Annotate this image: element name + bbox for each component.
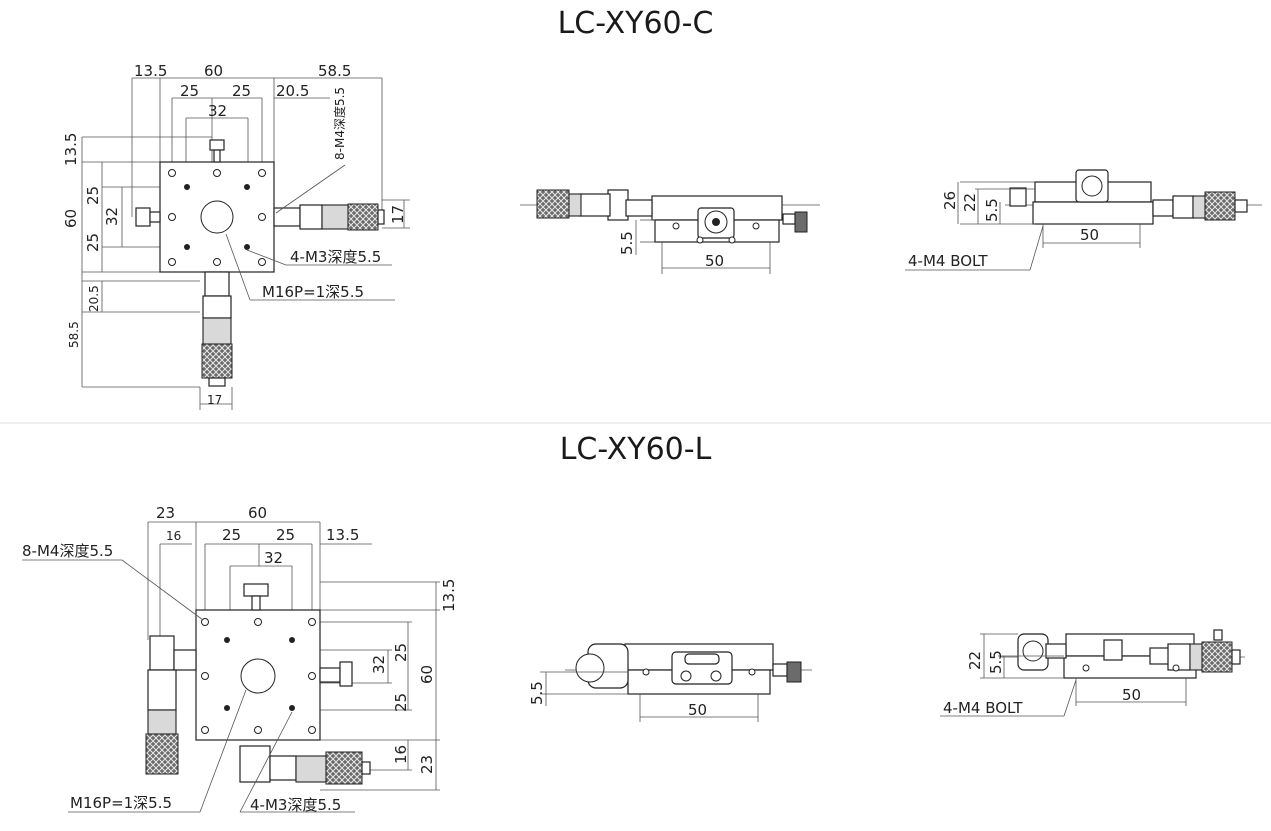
c-dim-32: 32: [208, 102, 227, 120]
l-vdim-60: 60: [418, 665, 436, 684]
l-dim-25a: 25: [222, 526, 241, 544]
l-vdim-25a: 25: [392, 643, 410, 662]
c-side-vdim-5-5: 5.5: [983, 198, 1001, 222]
c-dim-25a: 25: [180, 82, 199, 100]
c-front-hdim-50: 50: [705, 252, 724, 270]
c-vdim-17: 17: [389, 205, 407, 224]
c-side-vdim-26: 26: [941, 191, 959, 210]
l-dim-25b: 25: [276, 526, 295, 544]
c-vdim-13-5: 13.5: [62, 133, 80, 166]
title-lc-xy60-c: LC-XY60-C: [557, 6, 714, 41]
c-vdim-58-5: 58.5: [67, 321, 81, 348]
l-dim-23: 23: [156, 504, 175, 522]
c-dim-58-5: 58.5: [318, 62, 351, 80]
c-side-vdim-22: 22: [961, 193, 979, 212]
c-side-view: [905, 169, 1262, 271]
c-note-m16: M16P=1深5.5: [262, 283, 364, 301]
l-vdim-13-5: 13.5: [440, 579, 458, 612]
l-side-view: [940, 629, 1245, 717]
c-vdim-20-5: 20.5: [87, 285, 101, 312]
c-dim-60: 60: [204, 62, 223, 80]
c-top-view: [81, 77, 410, 410]
l-dim-16: 16: [166, 529, 181, 543]
c-vdim-60: 60: [62, 209, 80, 228]
c-hdim-17: 17: [207, 393, 222, 407]
c-vdim-25a: 25: [84, 186, 102, 205]
title-lc-xy60-l: LC-XY60-L: [559, 432, 712, 467]
c-vdim-25b: 25: [84, 233, 102, 252]
l-note-4-m3: 4-M3深度5.5: [250, 796, 341, 814]
l-dim-60: 60: [248, 504, 267, 522]
c-front-view: [520, 189, 820, 274]
c-dim-25b: 25: [232, 82, 251, 100]
c-front-vdim-5-5: 5.5: [618, 231, 636, 255]
l-side-vdim-22: 22: [966, 651, 984, 670]
c-note-4-m3: 4-M3深度5.5: [290, 248, 381, 266]
l-front-view: [540, 643, 812, 722]
l-front-hdim-50: 50: [688, 701, 707, 719]
c-dim-13-5: 13.5: [134, 62, 167, 80]
l-side-hdim-50: 50: [1122, 686, 1141, 704]
l-dim-32: 32: [264, 549, 283, 567]
l-front-vdim-5-5: 5.5: [528, 681, 546, 705]
l-note-m16: M16P=1深5.5: [70, 794, 172, 812]
l-dim-13-5: 13.5: [326, 526, 359, 544]
l-vdim-32: 32: [370, 655, 388, 674]
l-vdim-25b: 25: [392, 693, 410, 712]
l-vdim-16: 16: [392, 745, 410, 764]
l-note-8-m4: 8-M4深度5.5: [22, 542, 113, 560]
l-side-vdim-5-5: 5.5: [987, 650, 1005, 674]
c-vdim-32: 32: [103, 207, 121, 226]
c-note-8-m4: 8-M4深度5.5: [332, 87, 347, 160]
c-side-note-bolt: 4-M4 BOLT: [908, 252, 988, 270]
l-top-view: [22, 521, 440, 813]
c-dim-20-5: 20.5: [276, 82, 309, 100]
c-side-hdim-50: 50: [1080, 226, 1099, 244]
l-vdim-23: 23: [418, 755, 436, 774]
l-side-note-bolt: 4-M4 BOLT: [943, 699, 1023, 717]
